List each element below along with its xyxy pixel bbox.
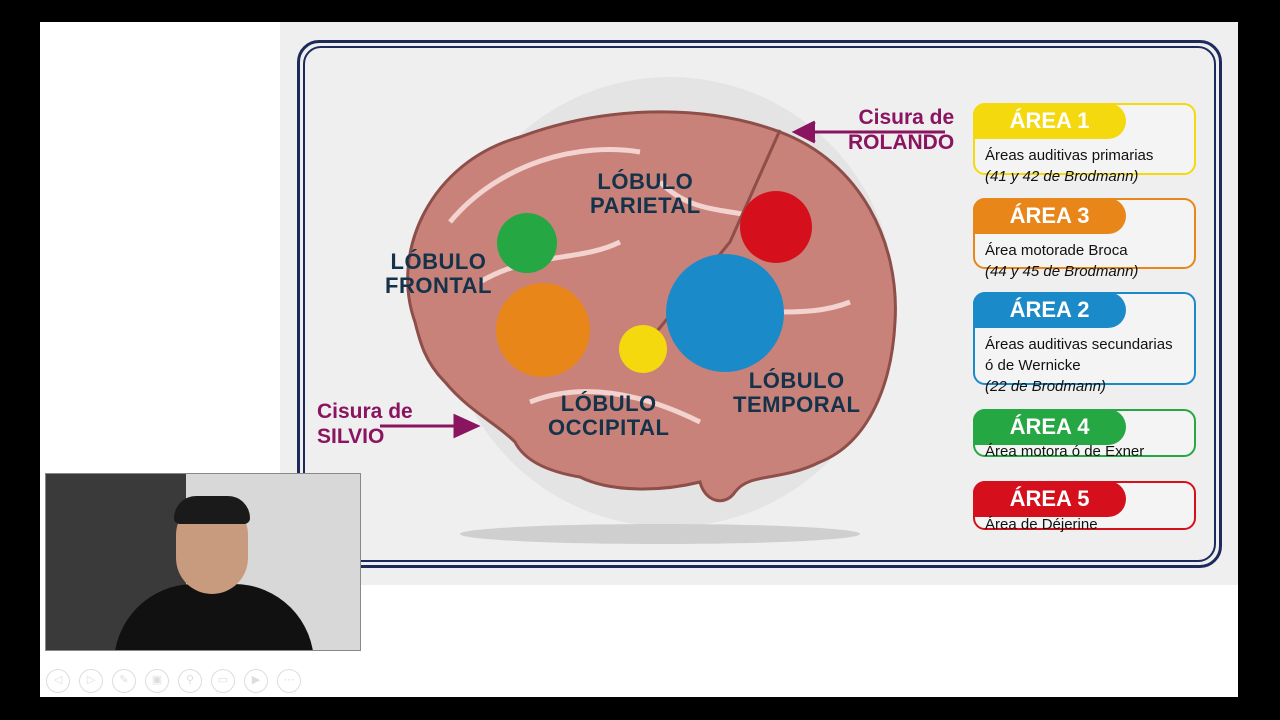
screen-icon[interactable]: ▭ [211,669,235,693]
video-icon[interactable]: ▶ [244,669,268,693]
presenter-hair [174,496,250,524]
silvio-arrow [380,413,481,439]
area-title: ÁREA 4 [973,409,1126,445]
area-1-marker [619,325,667,373]
zoom-icon[interactable]: ⚲ [178,669,202,693]
brain-diagram [380,77,945,544]
brain-shadow [460,524,860,544]
area-4-marker [497,213,557,273]
webcam-video [45,473,361,651]
previous-icon[interactable]: ◁ [46,669,70,693]
area-desc: Área de Déjerine [985,516,1098,533]
area-desc: Áreas auditivas primarias [985,147,1154,164]
more-icon[interactable]: ⋯ [277,669,301,693]
slide-frame [297,40,1222,568]
area-title: ÁREA 2 [973,292,1126,328]
area-card-3: ÁREA 3 Área motorade Broca (44 y 45 de Bro… [973,198,1196,280]
brain-gyri [448,147,851,425]
rolando-arrow [791,120,945,144]
area-title: ÁREA 1 [973,103,1126,139]
area-desc: ó de Wernicke [985,357,1081,374]
area-desc: Áreas auditivas secundarias [985,336,1173,353]
area-3-marker [496,283,590,377]
area-ref: (22 de Brodmann) [985,378,1106,395]
area-2-marker [666,254,784,372]
area-desc: Área motorade Broca [985,242,1128,259]
area-title: ÁREA 5 [973,481,1126,517]
pen-icon[interactable]: ✎ [112,669,136,693]
area-desc: Área motora ó de Exner [985,443,1145,460]
area-title: ÁREA 3 [973,198,1126,234]
area-ref: (41 y 42 de Brodmann) [985,168,1139,185]
slide-frame-inner [303,46,1216,562]
area-ref: (44 y 45 de Brodmann) [985,263,1139,280]
presentation-controls: ◁ ▷ ✎ ▣ ⚲ ▭ ▶ ⋯ [46,669,301,693]
next-icon[interactable]: ▷ [79,669,103,693]
area-card-2: ÁREA 2 Áreas auditivas secundarias ó de We… [973,292,1196,395]
slides-icon[interactable]: ▣ [145,669,169,693]
area-card-1: ÁREA 1 Áreas auditivas primarias (41 y 42 … [973,103,1196,185]
area-5-marker [740,191,812,263]
